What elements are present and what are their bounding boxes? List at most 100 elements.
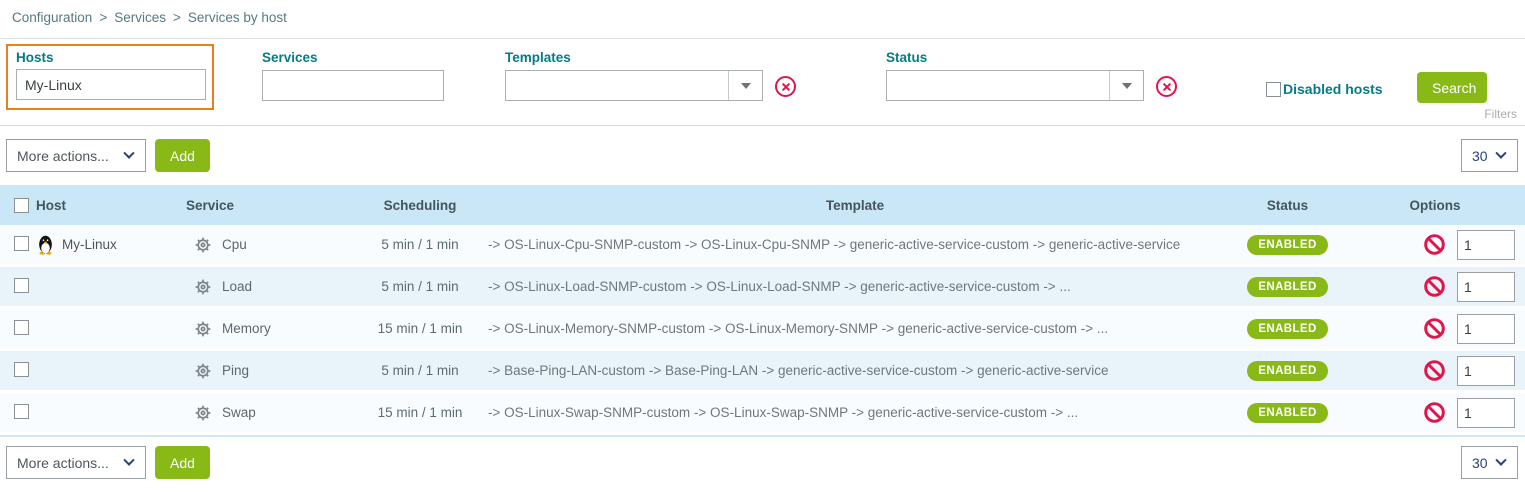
chevron-down-icon bbox=[1121, 82, 1132, 89]
dropdown-caret-zone[interactable] bbox=[728, 71, 762, 100]
disabled-hosts-filter: Disabled hosts bbox=[1266, 81, 1383, 97]
scheduling-value: 15 min / 1 min bbox=[360, 393, 480, 435]
header-status[interactable]: Status bbox=[1230, 185, 1345, 225]
status-label: Status bbox=[886, 50, 928, 65]
options-input[interactable] bbox=[1457, 271, 1515, 302]
chevron-down-icon bbox=[740, 82, 751, 89]
page-size-value: 30 bbox=[1472, 147, 1488, 164]
template-chain: -> OS-Linux-Swap-SNMP-custom -> OS-Linux… bbox=[480, 393, 1230, 435]
header-options[interactable]: Options bbox=[1345, 185, 1525, 225]
breadcrumb-separator: > bbox=[172, 10, 181, 25]
search-button[interactable]: Search bbox=[1417, 72, 1487, 103]
scheduling-value: 5 min / 1 min bbox=[360, 351, 480, 393]
status-badge: ENABLED bbox=[1247, 360, 1328, 381]
services-filter: Services bbox=[262, 50, 444, 101]
more-actions-label: More actions... bbox=[17, 454, 109, 471]
service-name[interactable]: Ping bbox=[222, 363, 250, 378]
header-host[interactable]: Host bbox=[36, 185, 186, 225]
status-dropdown[interactable] bbox=[886, 70, 1144, 101]
gear-icon[interactable] bbox=[194, 320, 212, 338]
services-label: Services bbox=[262, 50, 318, 65]
templates-filter: Templates bbox=[505, 50, 763, 101]
template-chain: -> OS-Linux-Memory-SNMP-custom -> OS-Lin… bbox=[480, 309, 1230, 351]
add-button[interactable]: Add bbox=[155, 446, 210, 479]
breadcrumb-services[interactable]: Services bbox=[114, 10, 166, 25]
options-input[interactable] bbox=[1457, 229, 1515, 260]
table-row: Swap 15 min / 1 min -> OS-Linux-Swap-SNM… bbox=[0, 393, 1525, 435]
select-all-checkbox[interactable] bbox=[14, 197, 29, 213]
gear-icon[interactable] bbox=[194, 278, 212, 296]
status-clear-icon[interactable] bbox=[1156, 76, 1177, 97]
breadcrumb-configuration[interactable]: Configuration bbox=[12, 10, 93, 25]
header-service[interactable]: Service bbox=[186, 185, 360, 225]
prohibition-icon[interactable] bbox=[1423, 401, 1446, 424]
filters-caption: Filters bbox=[1484, 107, 1517, 121]
dropdown-caret-zone[interactable] bbox=[1109, 71, 1143, 100]
hosts-input[interactable] bbox=[16, 69, 206, 100]
filter-panel: Hosts Services Templates Status Disabled… bbox=[0, 38, 1525, 126]
service-name[interactable]: Memory bbox=[222, 321, 271, 336]
template-chain: -> OS-Linux-Load-SNMP-custom -> OS-Linux… bbox=[480, 267, 1230, 309]
status-badge: ENABLED bbox=[1247, 402, 1328, 423]
template-chain: -> Base-Ping-LAN-custom -> Base-Ping-LAN… bbox=[480, 351, 1230, 393]
hosts-label: Hosts bbox=[16, 50, 54, 65]
status-filter: Status bbox=[886, 50, 1144, 101]
row-checkbox[interactable] bbox=[14, 235, 29, 251]
row-checkbox[interactable] bbox=[14, 277, 29, 293]
prohibition-icon[interactable] bbox=[1423, 359, 1446, 382]
status-badge: ENABLED bbox=[1247, 234, 1328, 255]
hosts-filter-highlight: Hosts bbox=[6, 44, 214, 110]
templates-label: Templates bbox=[505, 50, 571, 65]
status-badge: ENABLED bbox=[1247, 318, 1328, 339]
template-chain: -> OS-Linux-Cpu-SNMP-custom -> OS-Linux-… bbox=[480, 225, 1230, 267]
more-actions-select[interactable]: More actions... bbox=[6, 446, 146, 479]
header-scheduling[interactable]: Scheduling bbox=[360, 185, 480, 225]
options-input[interactable] bbox=[1457, 313, 1515, 344]
table-row: Ping 5 min / 1 min -> Base-Ping-LAN-cust… bbox=[0, 351, 1525, 393]
table-header-row: Host Service Scheduling Template Status … bbox=[0, 185, 1525, 225]
prohibition-icon[interactable] bbox=[1423, 317, 1446, 340]
prohibition-icon[interactable] bbox=[1423, 233, 1446, 256]
chevron-down-icon bbox=[123, 454, 135, 466]
chevron-down-icon bbox=[1495, 147, 1507, 159]
more-actions-label: More actions... bbox=[17, 147, 109, 164]
more-actions-select[interactable]: More actions... bbox=[6, 139, 146, 172]
chevron-down-icon bbox=[123, 147, 135, 159]
prohibition-icon[interactable] bbox=[1423, 275, 1446, 298]
service-name[interactable]: Cpu bbox=[222, 237, 247, 252]
gear-icon[interactable] bbox=[194, 236, 212, 254]
templates-dropdown[interactable] bbox=[505, 70, 763, 101]
status-badge: ENABLED bbox=[1247, 276, 1328, 297]
table-row: Memory 15 min / 1 min -> OS-Linux-Memory… bbox=[0, 309, 1525, 351]
breadcrumb-separator: > bbox=[99, 10, 108, 25]
row-checkbox[interactable] bbox=[14, 319, 29, 335]
chevron-down-icon bbox=[1495, 454, 1507, 466]
top-toolbar: More actions... Add 30 bbox=[0, 126, 1525, 185]
disabled-hosts-label: Disabled hosts bbox=[1283, 81, 1383, 97]
services-input[interactable] bbox=[262, 70, 444, 101]
add-button[interactable]: Add bbox=[155, 139, 210, 172]
disabled-hosts-checkbox[interactable] bbox=[1266, 81, 1281, 97]
row-checkbox[interactable] bbox=[14, 403, 29, 419]
linux-penguin-icon bbox=[39, 235, 52, 255]
options-input[interactable] bbox=[1457, 397, 1515, 428]
scheduling-value: 15 min / 1 min bbox=[360, 309, 480, 351]
templates-clear-icon[interactable] bbox=[775, 76, 796, 97]
table-row: Load 5 min / 1 min -> OS-Linux-Load-SNMP… bbox=[0, 267, 1525, 309]
scheduling-value: 5 min / 1 min bbox=[360, 225, 480, 267]
page-size-select[interactable]: 30 bbox=[1461, 446, 1518, 479]
breadcrumb-services-by-host: Services by host bbox=[187, 10, 287, 25]
header-template[interactable]: Template bbox=[480, 185, 1230, 225]
page-size-value: 30 bbox=[1472, 454, 1488, 471]
host-name[interactable]: My-Linux bbox=[62, 237, 117, 252]
page-size-select[interactable]: 30 bbox=[1461, 139, 1518, 172]
gear-icon[interactable] bbox=[194, 362, 212, 380]
options-input[interactable] bbox=[1457, 355, 1515, 386]
services-table: Host Service Scheduling Template Status … bbox=[0, 185, 1525, 435]
breadcrumb: Configuration > Services > Services by host bbox=[0, 0, 1525, 38]
gear-icon[interactable] bbox=[194, 404, 212, 422]
service-name[interactable]: Load bbox=[222, 279, 253, 294]
service-name[interactable]: Swap bbox=[222, 405, 256, 420]
scheduling-value: 5 min / 1 min bbox=[360, 267, 480, 309]
row-checkbox[interactable] bbox=[14, 361, 29, 377]
